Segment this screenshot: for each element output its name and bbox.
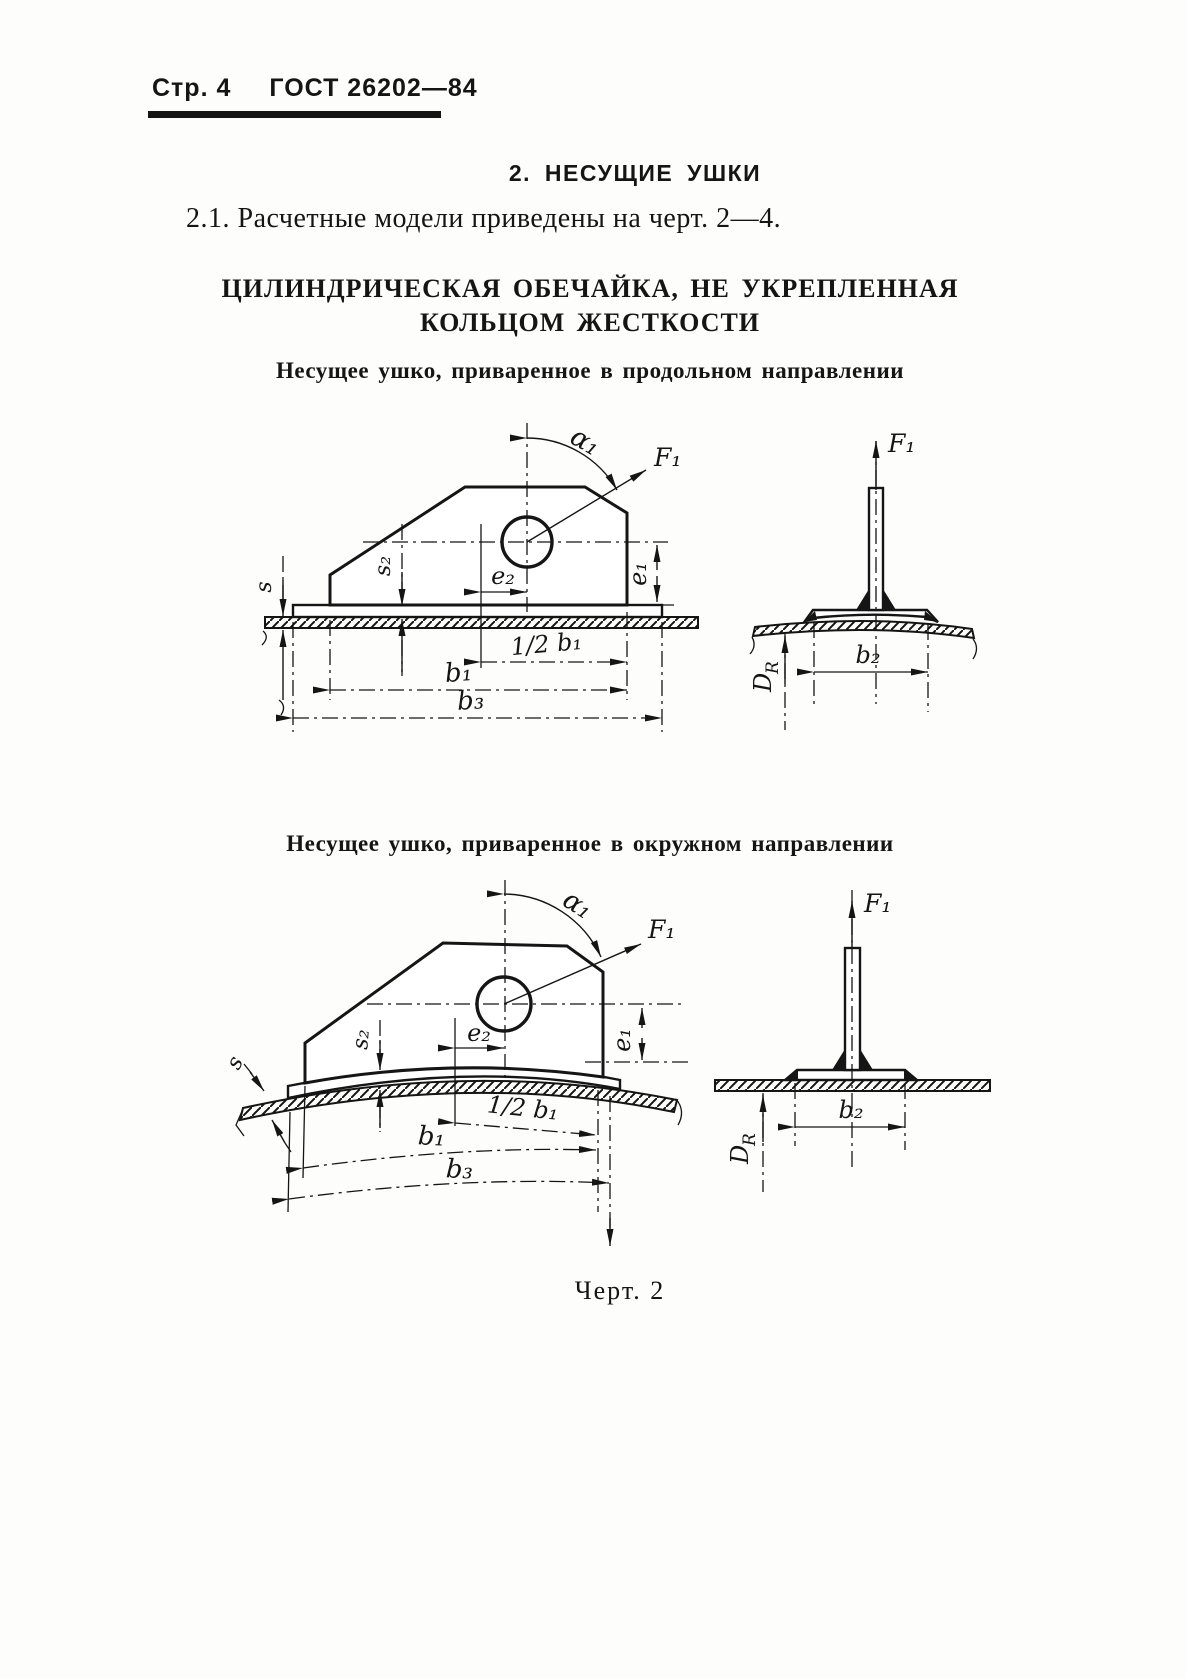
label-b1: b₁ bbox=[444, 657, 473, 689]
page-number: Стр. 4 bbox=[152, 74, 232, 102]
label-b3: b₃ bbox=[456, 685, 485, 716]
lug-plate bbox=[303, 941, 605, 1085]
lug-weld-right bbox=[883, 589, 896, 610]
pad-weld-left bbox=[784, 1070, 798, 1080]
label-s2: s₂ bbox=[348, 1028, 375, 1050]
pad-plate bbox=[291, 603, 664, 619]
view-side-circumferential: F₁ α₁ s s₂ e₂ e₁ 1 bbox=[222, 880, 688, 1246]
lug-weld-left bbox=[856, 589, 869, 610]
label-e2: e₂ bbox=[491, 562, 515, 590]
label-dr: D R bbox=[749, 661, 783, 693]
label-s2: s₂ bbox=[371, 556, 396, 576]
paragraph-2-1: 2.1. Расчетные модели приведены на черт.… bbox=[186, 203, 782, 234]
figure-heading-line1: ЦИЛИНДРИЧЕСКАЯ ОБЕЧАЙКА, НЕ УКРЕПЛЕННАЯ bbox=[221, 274, 959, 303]
dim-s-extension-bottom bbox=[284, 1142, 292, 1153]
label-dr-main: D bbox=[726, 1145, 754, 1165]
shell-break-left bbox=[235, 1108, 245, 1137]
view-end-longitudinal: F₁ b₂ D R bbox=[749, 429, 978, 730]
label-b2: b₂ bbox=[839, 1096, 864, 1124]
pad-plate bbox=[781, 1068, 921, 1082]
dim-s-break bbox=[278, 699, 285, 716]
label-s: s bbox=[222, 1052, 249, 1074]
subheading-circumferential: Несущее ушко, приваренное в окружном нап… bbox=[286, 831, 894, 856]
label-dr-sub: R bbox=[740, 1133, 760, 1147]
shell-section bbox=[751, 619, 976, 640]
label-e1: e₁ bbox=[624, 562, 652, 586]
label-force-f1: F₁ bbox=[647, 915, 675, 944]
angle-arc-alpha1 bbox=[486, 890, 602, 958]
label-e1: e₁ bbox=[608, 1028, 636, 1052]
label-alpha1: α₁ bbox=[557, 884, 598, 926]
lug-plate bbox=[328, 485, 629, 607]
label-force-f1: F₁ bbox=[653, 443, 681, 472]
label-force-f1: F₁ bbox=[887, 429, 915, 458]
angle-arc-alpha1 bbox=[509, 434, 618, 491]
label-b1: b₁ bbox=[417, 1121, 446, 1152]
drawing-circumferential: F₁ α₁ s s₂ e₂ e₁ 1 bbox=[222, 880, 991, 1246]
pad-weld-left bbox=[804, 611, 817, 622]
label-b3: b₃ bbox=[445, 1154, 474, 1185]
label-s: s bbox=[252, 581, 277, 592]
dim-half-b1 bbox=[437, 1118, 597, 1138]
force-arrow-f1 bbox=[526, 469, 647, 543]
doc-number: ГОСТ 26202—84 bbox=[269, 74, 478, 102]
dim-b3 bbox=[271, 1178, 610, 1205]
dim-b1 bbox=[285, 1146, 597, 1174]
section-title: 2. НЕСУЩИЕ УШКИ bbox=[508, 160, 762, 186]
pad-weld-right bbox=[904, 1070, 918, 1080]
header-rule bbox=[148, 111, 441, 118]
page-header: Стр. 4 ГОСТ 26202—84 bbox=[152, 74, 478, 103]
lug-weld-left bbox=[832, 1049, 845, 1070]
view-end-circumferential: F₁ b₂ D R bbox=[714, 889, 991, 1192]
view-side-longitudinal: F₁ α₁ s s₂ e₂ e₁ 1 bbox=[252, 421, 699, 732]
drawing-longitudinal: F₁ α₁ s s₂ e₂ e₁ 1 bbox=[252, 421, 978, 732]
dim-b3-extension-left bbox=[287, 1111, 291, 1213]
label-e2: e₂ bbox=[467, 1019, 491, 1047]
label-b2: b₂ bbox=[856, 641, 881, 669]
dim-s-arrow-bottom bbox=[271, 1119, 286, 1144]
shell-break-mark bbox=[261, 630, 267, 646]
label-dr-sub: R bbox=[763, 661, 783, 675]
subheading-longitudinal: Несущее ушко, приваренное в продольном н… bbox=[275, 358, 905, 383]
lug-weld-right bbox=[860, 1049, 873, 1070]
pad-weld-right bbox=[924, 611, 938, 622]
label-force-f1: F₁ bbox=[863, 889, 891, 918]
dim-s-arrow-top bbox=[249, 1071, 265, 1092]
label-dr-main: D bbox=[749, 673, 777, 693]
label-alpha1: α₁ bbox=[565, 421, 606, 462]
shell-break-left bbox=[749, 636, 755, 655]
force-arrow-f1 bbox=[503, 943, 642, 1005]
figure-heading: ЦИЛИНДРИЧЕСКАЯ ОБЕЧАЙКА, НЕ УКРЕПЛЕННАЯ … bbox=[110, 272, 1070, 340]
label-dr: D R bbox=[726, 1133, 760, 1165]
label-half-b1: 1/2 b₁ bbox=[510, 627, 583, 661]
shell-break-right bbox=[675, 1098, 683, 1126]
figure-caption: Черт. 2 bbox=[574, 1276, 666, 1305]
dim-s-extension-top bbox=[243, 1063, 253, 1075]
shell-break-right bbox=[972, 638, 978, 660]
figure-heading-line2: КОЛЬЦОМ ЖЕСТКОСТИ bbox=[419, 308, 761, 337]
shell-section bbox=[238, 1079, 679, 1122]
